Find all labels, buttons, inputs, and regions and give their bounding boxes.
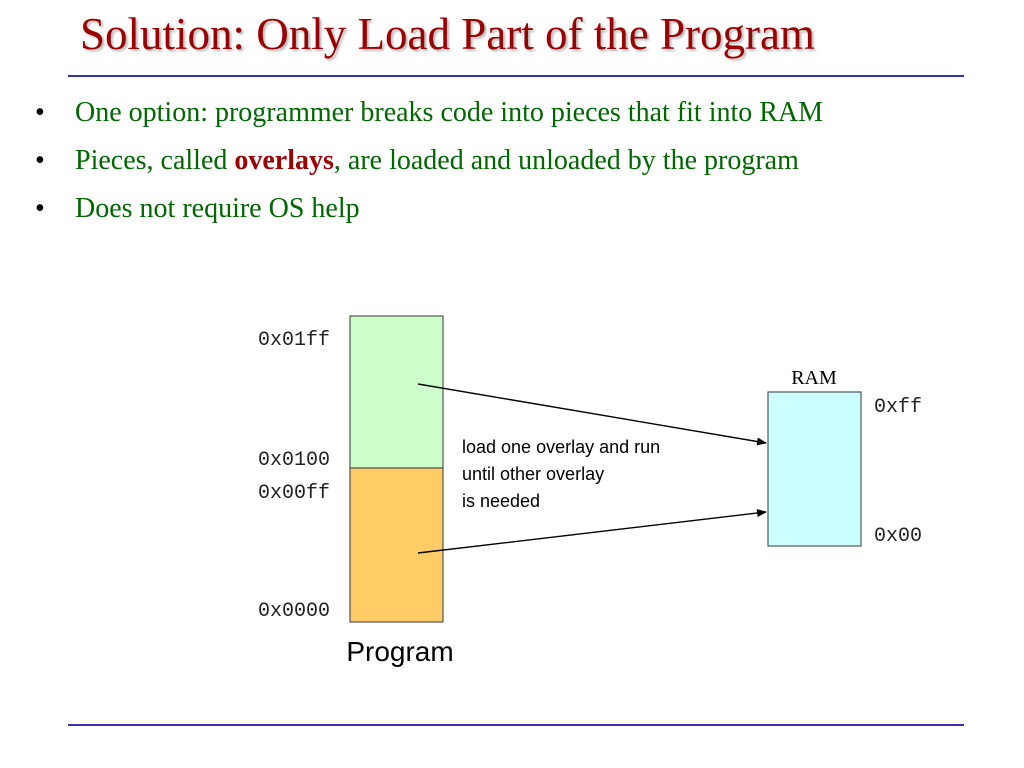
overlays-term: overlays [234,145,334,176]
overlay-note-line-1: load one overlay and run [462,437,660,457]
upper-overlay-arrow [417,383,767,446]
program-address-top: 0x01ff [258,329,330,352]
footer-divider [68,724,964,726]
ram-label: RAM [791,367,837,389]
lower-overlay-arrow [417,509,767,554]
bullet-item: • Does not require OS help [35,190,975,228]
ram-address-top: 0xff [874,396,922,419]
bullet-list: • One option: programmer breaks code int… [35,94,975,238]
title-divider [68,75,964,77]
overlay-note-line-3: is needed [462,491,540,511]
bullet-item: • Pieces, called overlays, are loaded an… [35,142,975,180]
bullet-text: Does not require OS help [75,193,360,224]
slide-title: Solution: Only Load Part of the Program [80,9,815,59]
program-address-bottom: 0x0000 [258,600,330,623]
bullet-item: • One option: programmer breaks code int… [35,94,975,132]
program-lower-overlay [349,467,444,623]
bullet-text: One option: programmer breaks code into … [75,97,824,128]
bullet-marker: • [35,193,45,224]
ram-block [767,391,862,547]
program-label: Program [346,636,453,667]
bullet-text-before: Pieces, called [75,145,235,176]
ram-address-bottom: 0x00 [874,525,922,548]
program-address-upper-start: 0x0100 [258,449,330,472]
bullet-text-after: , are loaded and unloaded by the program [333,145,799,176]
program-upper-overlay [349,315,444,469]
overlay-note-line-2: until other overlay [462,464,604,484]
program-address-lower-end: 0x00ff [258,482,330,505]
bullet-marker: • [35,145,45,176]
bullet-marker: • [35,97,45,128]
